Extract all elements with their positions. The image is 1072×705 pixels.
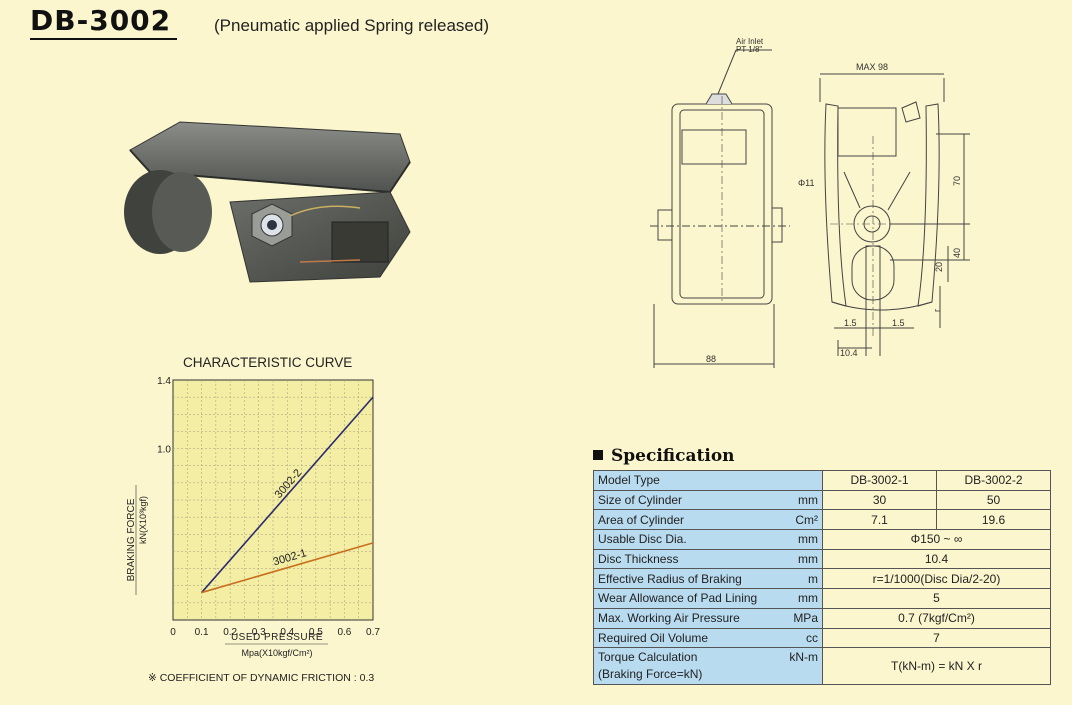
spec-value-v2: 50	[935, 489, 1052, 511]
spec-unit: mm	[798, 493, 818, 508]
x-axis-label-1: USED PRESSURE	[231, 632, 323, 643]
technical-drawing: Air Inlet PT 1/8" MAX 98 Φ11 70 40 20 r …	[650, 37, 970, 368]
series-line-3002-1	[201, 542, 374, 594]
spec-label: MPa Max. Working Air Pressure	[593, 607, 823, 629]
spec-value: 5	[822, 588, 1051, 609]
dim-r: r	[932, 309, 942, 312]
spec-label: m Effective Radius of Braking	[593, 568, 823, 590]
spec-row: mm Disc Thickness 10.4	[593, 548, 1051, 570]
chart-title: CHARACTERISTIC CURVE	[183, 355, 353, 370]
spec-unit: kN-m	[789, 650, 818, 665]
spec-row: MPa Max. Working Air Pressure 0.7 (7kgf/Cm…	[593, 607, 1051, 629]
y-tick-label: 1.4	[157, 376, 171, 387]
spec-unit: m	[808, 571, 818, 586]
x-tick-label: 0.6	[337, 627, 351, 638]
dim-1-5-right: 1.5	[892, 318, 905, 328]
y-axis-label-1: BRAKING FORCE	[126, 498, 137, 581]
spec-label-text: Required Oil Volume	[598, 630, 709, 645]
dim-70: 70	[952, 176, 962, 186]
y-tick-label: 1.0	[157, 445, 171, 456]
spec-unit: MPa	[793, 611, 818, 626]
spec-label: mm Wear Allowance of Pad Lining	[593, 588, 823, 609]
spec-value: r=1/1000(Disc Dia/2-20)	[822, 568, 1051, 590]
spec-label: Model Type	[593, 470, 823, 491]
friction-note: ※ COEFFICIENT OF DYNAMIC FRICTION : 0.3	[148, 672, 375, 684]
product-photo	[124, 121, 411, 283]
air-inlet-spec: PT 1/8"	[736, 45, 762, 54]
spec-label-text: Effective Radius of Braking	[598, 571, 742, 586]
model-subtitle: (Pneumatic applied Spring released)	[214, 16, 489, 35]
square-bullet-icon	[593, 450, 603, 460]
spec-row: cc Required Oil Volume 7	[593, 627, 1051, 649]
spec-unit: mm	[798, 552, 818, 567]
spec-value: T(kN-m) = kN X r	[822, 647, 1051, 686]
spec-label: kN-m Torque Calculation (Braking Force=kN)	[593, 647, 823, 686]
x-tick-label: 0.1	[195, 627, 209, 638]
spec-label-text-2: (Braking Force=kN)	[598, 667, 703, 682]
dim-10-4: 10.4	[840, 348, 858, 358]
x-tick-label: 0.5	[309, 627, 323, 638]
spec-unit: cc	[806, 630, 818, 645]
spec-value-v1: DB-3002-1	[822, 470, 937, 491]
spec-value-v1: 30	[822, 489, 937, 511]
spec-unit: mm	[798, 532, 818, 547]
spec-label: Cm² Area of Cylinder	[593, 509, 823, 531]
spec-row: kN-m Torque Calculation (Braking Force=kN)…	[593, 647, 1051, 686]
spec-label-text: Disc Thickness	[598, 552, 679, 567]
spec-unit: Cm²	[795, 512, 818, 527]
dim-1-5-left: 1.5	[844, 318, 857, 328]
spec-label-text: Area of Cylinder	[598, 512, 685, 527]
spec-label-text: Torque Calculation	[598, 650, 698, 665]
x-axis-label-2: Mpa(X10kgf/Cm²)	[241, 648, 312, 658]
dim-20: 20	[934, 262, 944, 272]
x-tick-label: 0	[170, 627, 176, 638]
grid	[173, 380, 373, 620]
spec-value-v2: DB-3002-2	[935, 470, 1052, 491]
spec-value-v1: 7.1	[822, 509, 937, 531]
spec-label-text: Size of Cylinder	[598, 493, 683, 508]
dim-40: 40	[952, 248, 962, 258]
spec-row: m Effective Radius of Braking r=1/1000(Dis…	[593, 568, 1051, 590]
spec-row: mm Usable Disc Dia. Φ150 ~ ∞	[593, 529, 1051, 550]
spec-label-text: Usable Disc Dia.	[598, 532, 687, 547]
spec-value: 0.7 (7kgf/Cm²)	[822, 607, 1051, 629]
spec-heading-text: Specification	[611, 446, 735, 466]
dim-max98: MAX 98	[856, 62, 888, 72]
spec-heading: Specification	[593, 446, 735, 466]
spec-label: cc Required Oil Volume	[593, 627, 823, 649]
dim-88: 88	[706, 354, 716, 364]
spec-value: 7	[822, 627, 1051, 649]
dim-dia11: Φ11	[798, 178, 815, 188]
tick-labels: 0 0.1 0.2 0.3 0.4 0.5 0.6 0.7 1.0 1.4	[157, 376, 380, 638]
x-tick-label: 0.7	[366, 627, 380, 638]
spec-label-text: Max. Working Air Pressure	[598, 611, 740, 626]
series-line-3002-2	[200, 396, 374, 594]
model-title: DB-3002	[30, 4, 178, 40]
spec-value: 10.4	[822, 548, 1051, 570]
x-tick-label: 0.4	[280, 627, 294, 638]
spec-row: mm Wear Allowance of Pad Lining 5	[593, 588, 1051, 609]
air-inlet-label: Air Inlet	[736, 37, 764, 46]
spec-label-text: Wear Allowance of Pad Lining	[598, 591, 758, 606]
x-tick-label: 0.3	[252, 627, 266, 638]
spec-label-text: Model Type	[598, 473, 660, 488]
y-axis-label-2: kN(X10³kgf)	[138, 496, 148, 544]
spec-unit: mm	[798, 591, 818, 606]
spec-label: mm Disc Thickness	[593, 548, 823, 570]
x-tick-label: 0.2	[223, 627, 237, 638]
spec-label: mm Usable Disc Dia.	[593, 529, 823, 550]
spec-value: Φ150 ~ ∞	[822, 529, 1051, 550]
spec-label: mm Size of Cylinder	[593, 489, 823, 511]
spec-value-v2: 19.6	[935, 509, 1052, 531]
